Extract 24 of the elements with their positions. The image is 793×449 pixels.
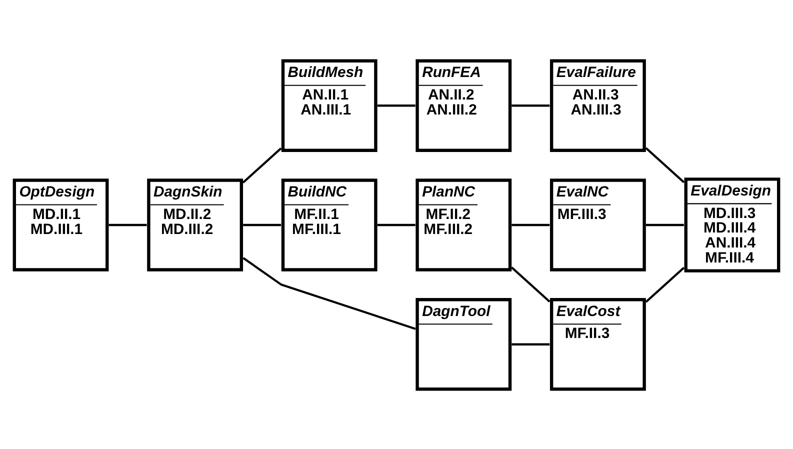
connector bbox=[646, 223, 684, 226]
connector bbox=[242, 147, 282, 183]
connector bbox=[512, 223, 550, 226]
connector bbox=[377, 223, 416, 226]
connector bbox=[645, 146, 685, 183]
connector bbox=[242, 256, 416, 330]
node-box: EvalNC MF.III.3 bbox=[550, 178, 646, 271]
connector bbox=[512, 342, 550, 345]
node-box: OptDesign MD.II.1 MD.III.1 bbox=[12, 178, 109, 271]
connector bbox=[645, 266, 685, 302]
node-box: EvalDesign MD.III.3 MD.III.4 AN.III.4 MF.III.4 bbox=[684, 177, 780, 272]
connector bbox=[108, 223, 147, 226]
connector bbox=[510, 266, 550, 302]
connector bbox=[512, 104, 550, 106]
connector bbox=[243, 223, 282, 226]
node-box: EvalFailure AN.II.3 AN.III.3 bbox=[550, 58, 646, 152]
node-box: BuildMesh AN.II.1 AN.III.1 bbox=[281, 58, 378, 152]
connector bbox=[377, 104, 416, 106]
node-box: DagnTool bbox=[416, 298, 512, 390]
node-box: PlanNC MF.II.2 MF.III.2 bbox=[416, 178, 512, 271]
node-box: BuildNC MF.II.1 MF.III.1 bbox=[281, 178, 378, 271]
node-box: EvalCost MF.II.3 bbox=[550, 298, 646, 390]
node-box: RunFEA AN.II.2 AN.III.2 bbox=[416, 58, 512, 152]
node-box: DagnSkin MD.II.2 MD.III.2 bbox=[147, 178, 244, 271]
